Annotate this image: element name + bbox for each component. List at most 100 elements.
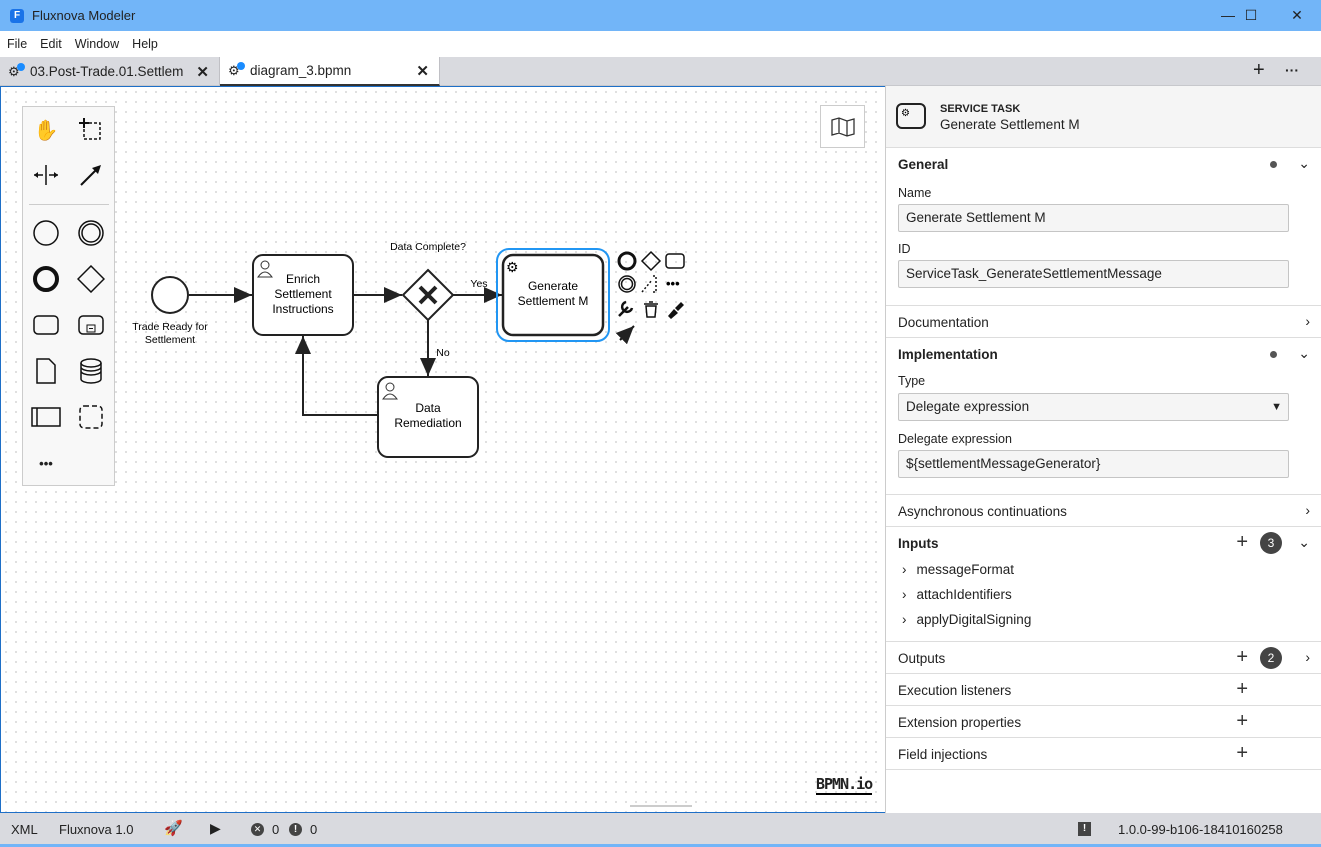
maximize-button[interactable]: ☐ (1244, 7, 1258, 23)
task-label: Instructions (272, 302, 333, 316)
outputs-count-badge: 2 (1260, 647, 1282, 669)
more-tabs-button[interactable]: ··· (1285, 62, 1299, 78)
gateway-label: Data Complete? (390, 241, 466, 253)
menu-window[interactable]: Window (74, 37, 120, 51)
tab-bar: ⚙ 03.Post-Trade.01.Settlem ✕ ⚙ diagram_3… (0, 57, 1321, 86)
deploy-rocket-icon[interactable]: 🚀 (164, 820, 183, 837)
run-play-icon[interactable]: ▶ (210, 820, 221, 836)
task-label: Settlement (274, 287, 332, 301)
group-title: Extension properties (898, 715, 1022, 730)
tab-label: diagram_3.bpmn (250, 63, 352, 78)
id-input[interactable]: ServiceTask_GenerateSettlementMessage (898, 260, 1289, 288)
close-tab-icon[interactable]: ✕ (416, 62, 429, 80)
app-version[interactable]: 1.0.0-99-b106-18410160258 (1118, 822, 1283, 837)
add-input-button[interactable]: + (1236, 531, 1248, 553)
subprocess-tool-icon[interactable] (71, 305, 111, 345)
chevron-down-icon[interactable]: ⌄ (1298, 345, 1310, 361)
group-title: Outputs (898, 651, 946, 666)
color-icon (668, 302, 684, 319)
chevron-right-icon[interactable]: › (1305, 502, 1310, 518)
feedback-icon[interactable]: ! (1078, 822, 1091, 836)
add-property-button[interactable]: + (1236, 710, 1248, 732)
diagram-canvas[interactable]: Trade Ready for Settlement Enrich Settle… (0, 86, 885, 813)
delete-icon (644, 301, 658, 318)
group-documentation[interactable]: Documentation› (886, 306, 1321, 338)
task-label: Enrich (286, 272, 320, 286)
pool-tool-icon[interactable] (26, 397, 66, 437)
new-tab-button[interactable]: + (1253, 59, 1265, 81)
menu-edit[interactable]: Edit (40, 37, 62, 51)
input-item[interactable]: ›applyDigitalSigning (902, 612, 1031, 627)
start-event-tool-icon[interactable] (26, 213, 66, 253)
bpmn-gear-icon: ⚙ (228, 61, 246, 79)
panel-resize-handle[interactable] (630, 805, 692, 809)
engine-version[interactable]: Fluxnova 1.0 (59, 822, 134, 837)
error-count[interactable]: 0 (272, 822, 280, 837)
add-listener-button[interactable]: + (1236, 678, 1248, 700)
chevron-right-icon[interactable]: › (1305, 649, 1310, 665)
chevron-right-icon[interactable]: › (1305, 313, 1310, 329)
task-enrich (252, 254, 354, 336)
menu-file[interactable]: File (7, 37, 28, 51)
group-outputs[interactable]: Outputs + 2 › (886, 642, 1321, 674)
group-title[interactable]: Inputs (898, 536, 939, 551)
end-event-tool-icon[interactable] (26, 259, 66, 299)
warning-count[interactable]: 0 (310, 822, 318, 837)
group-execution-listeners[interactable]: Execution listeners+ (886, 674, 1321, 706)
group-extension-properties[interactable]: Extension properties + (886, 706, 1321, 738)
input-item[interactable]: ›messageFormat (902, 562, 1014, 577)
input-item[interactable]: ›attachIdentifiers (902, 587, 1012, 602)
bpmn-gear-icon: ⚙ (8, 62, 26, 80)
tab-diagram-3[interactable]: ⚙ diagram_3.bpmn ✕ (220, 57, 440, 86)
menu-help[interactable]: Help (132, 37, 158, 51)
lasso-tool-icon[interactable] (71, 110, 111, 150)
tab-post-trade[interactable]: ⚙ 03.Post-Trade.01.Settlem ✕ (0, 57, 220, 86)
type-select-value: Delegate expression (906, 399, 1030, 414)
group-title[interactable]: General (898, 157, 949, 172)
delegate-input[interactable]: ${settlementMessageGenerator} (898, 450, 1289, 478)
service-gear-icon: ⚙ (506, 259, 519, 275)
add-output-button[interactable]: + (1236, 646, 1248, 668)
close-tab-icon[interactable]: ✕ (196, 63, 209, 81)
chevron-down-icon[interactable]: ⌄ (1298, 534, 1310, 550)
group-general: General ⌄ Name Generate Settlement M ID … (886, 148, 1321, 306)
app-logo-icon: F (10, 8, 24, 23)
intermediate-event-tool-icon[interactable] (71, 213, 111, 253)
connect-icon (615, 325, 635, 345)
xml-button[interactable]: XML (11, 822, 38, 837)
task-tool-icon[interactable] (26, 305, 66, 345)
gateway-tool-icon[interactable] (71, 259, 111, 299)
type-label: Type (898, 374, 926, 388)
group-title[interactable]: Implementation (898, 347, 998, 362)
group-field-injections[interactable]: Field injections+ (886, 738, 1321, 770)
global-connect-icon[interactable] (71, 155, 111, 195)
data-store-tool-icon[interactable] (71, 351, 111, 391)
user-icon (257, 260, 273, 278)
close-window-button[interactable]: ✕ (1291, 7, 1303, 23)
status-bar: XML Fluxnova 1.0 🚀 ▶ ✕ 0 ! 0 ! 1.0.0-99-… (0, 813, 1321, 847)
warning-icon[interactable]: ! (289, 823, 302, 836)
chevron-down-icon[interactable]: ⌄ (1298, 155, 1310, 171)
hand-tool-icon[interactable]: ✋ (33, 119, 59, 142)
space-tool-icon[interactable] (26, 155, 66, 195)
gateway-icon (640, 250, 662, 272)
group-async[interactable]: Asynchronous continuations› (886, 495, 1321, 527)
data-object-tool-icon[interactable] (26, 351, 66, 391)
task-label: Settlement M (518, 294, 589, 308)
type-select[interactable]: Delegate expression▼ (898, 393, 1289, 421)
svg-text:⚙: ⚙ (901, 108, 910, 119)
name-input[interactable]: Generate Settlement M (898, 204, 1289, 232)
group-tool-icon[interactable] (71, 397, 111, 437)
error-icon[interactable]: ✕ (251, 823, 264, 836)
chevron-right-icon: › (902, 612, 907, 627)
minimize-button[interactable]: — (1221, 7, 1235, 23)
delegate-label: Delegate expression (898, 432, 1012, 446)
bpmn-io-logo[interactable]: BPMN.io (816, 775, 873, 795)
selection-outline (496, 248, 610, 342)
changed-dot-icon (1270, 161, 1277, 168)
add-field-button[interactable]: + (1236, 742, 1248, 764)
minimap-toggle[interactable] (820, 105, 865, 148)
more-tools-icon[interactable]: ••• (39, 455, 53, 471)
chevron-right-icon: › (902, 587, 907, 602)
flow-yes-label: Yes (470, 278, 487, 290)
